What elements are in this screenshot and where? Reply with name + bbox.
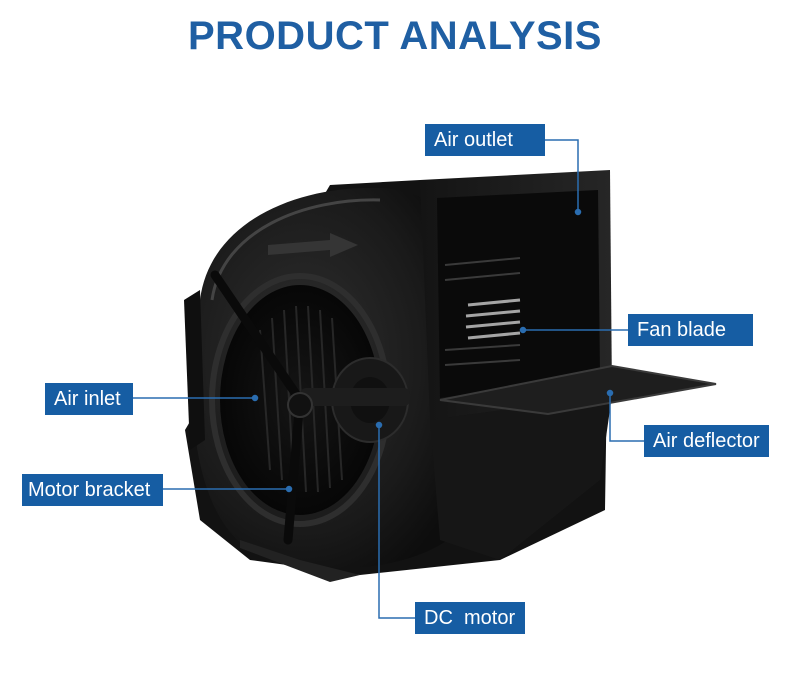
base-foot [240, 540, 360, 582]
page-title: PRODUCT ANALYSIS [188, 14, 602, 58]
air-deflector-plate [439, 364, 717, 416]
dc-motor-shape [287, 357, 410, 443]
air-inlet-label: Air inlet [45, 383, 133, 415]
outlet-box [420, 170, 612, 560]
air-deflector-label: Air deflector [644, 425, 769, 457]
air-outlet-label: Air outlet [425, 124, 545, 156]
motor-bracket-label: Motor bracket [22, 474, 163, 506]
leader-lines [133, 139, 644, 619]
dc-motor-label: DC motor [415, 602, 525, 634]
fan-blade-label: Fan blade [628, 314, 753, 346]
